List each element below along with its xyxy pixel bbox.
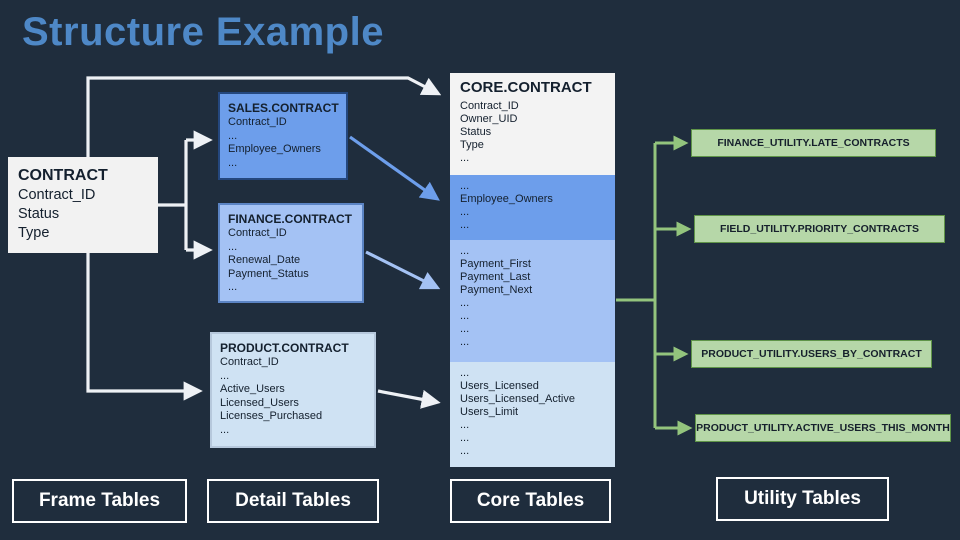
utility-table-priority-contracts: FIELD_UTILITY.PRIORITY_CONTRACTS (694, 215, 945, 243)
table-field: Renewal_Date (228, 254, 301, 266)
table-field: ... (220, 369, 230, 382)
table-field: Contract_ID (460, 100, 519, 112)
table-field: Contract_ID (220, 356, 279, 368)
table-field: ... (460, 419, 470, 431)
utility-label: PRODUCT_UTILITY.USERS_BY_CONTRACT (701, 348, 922, 360)
table-field: Type (460, 139, 484, 151)
utility-table-users-by-contract: PRODUCT_UTILITY.USERS_BY_CONTRACT (691, 340, 932, 368)
table-name: PRODUCT.CONTRACT (220, 341, 349, 355)
table-field: ... (460, 310, 470, 322)
detail-table-finance: FINANCE.CONTRACT Contract_ID ... Renewal… (218, 203, 364, 303)
utility-label: FIELD_UTILITY.PRIORITY_CONTRACTS (720, 223, 919, 235)
core-section-identity: CORE.CONTRACT Contract_ID Owner_UID Stat… (450, 73, 615, 175)
table-field: Employee_Owners (460, 193, 553, 205)
legend-utility-tables: Utility Tables (716, 477, 889, 521)
table-field: ... (460, 219, 470, 231)
detail-table-product: PRODUCT.CONTRACT Contract_ID ... Active_… (210, 332, 376, 448)
table-field: Status (460, 126, 492, 138)
table-field: Payment_Last (460, 271, 531, 283)
table-field: Contract_ID (228, 116, 287, 128)
utility-table-active-users-this-month: PRODUCT_UTILITY.ACTIVE_USERS_THIS_MONTH (695, 414, 951, 442)
connector-to-product (86, 253, 203, 401)
table-field: ... (220, 423, 230, 436)
table-field: ... (460, 206, 470, 218)
legend-core-tables: Core Tables (450, 479, 611, 523)
table-field: Contract_ID (18, 187, 96, 203)
table-name: CORE.CONTRACT (460, 79, 592, 96)
core-table-contract: CORE.CONTRACT Contract_ID Owner_UID Stat… (450, 73, 615, 467)
table-field: ... (460, 367, 470, 379)
table-field: Users_Licensed (460, 380, 539, 392)
frame-table-contract: CONTRACT Contract_ID Status Type (8, 157, 158, 253)
table-name: FINANCE.CONTRACT (228, 212, 352, 226)
connector-product-to-core (377, 389, 441, 409)
table-field: Owner_UID (460, 113, 518, 125)
utility-label: PRODUCT_UTILITY.ACTIVE_USERS_THIS_MONTH (696, 422, 950, 434)
table-field: ... (228, 281, 238, 293)
core-section-sales: ... Employee_Owners ... ... (450, 175, 615, 240)
table-field: Employee_Owners (228, 143, 321, 155)
table-field: ... (460, 432, 470, 444)
legend-label: Frame Tables (38, 490, 161, 511)
connector-finance-to-core (365, 250, 441, 290)
legend-frame-tables: Frame Tables (12, 479, 187, 523)
table-field: ... (228, 129, 238, 142)
table-field: ... (460, 445, 470, 457)
table-name: CONTRACT (18, 167, 108, 184)
legend-label: Core Tables (476, 490, 585, 511)
table-field: Payment_Status (228, 267, 309, 280)
table-field: Users_Limit (460, 406, 519, 418)
table-field: ... (460, 297, 470, 309)
detail-table-sales: SALES.CONTRACT Contract_ID ... Employee_… (218, 92, 348, 180)
table-field: ... (228, 240, 238, 253)
table-field: ... (460, 323, 470, 335)
table-field: ... (228, 156, 238, 169)
table-field: ... (460, 180, 470, 192)
table-field: Status (18, 206, 60, 222)
connector-sales-to-core (349, 135, 440, 201)
legend-label: Utility Tables (744, 488, 861, 509)
table-field: ... (460, 152, 470, 164)
utility-table-late-contracts: FINANCE_UTILITY.LATE_CONTRACTS (691, 129, 936, 157)
table-field: Active_Users (220, 383, 285, 395)
table-name: SALES.CONTRACT (228, 101, 339, 115)
page-title: Structure Example (22, 10, 384, 54)
table-field: Type (18, 225, 50, 241)
table-field: Licensed_Users (220, 396, 299, 409)
table-field: ... (460, 245, 470, 257)
table-field: Users_Licensed_Active (460, 393, 575, 405)
table-field: Payment_Next (460, 284, 533, 296)
table-field: Payment_First (460, 258, 531, 270)
legend-label: Detail Tables (235, 490, 351, 511)
utility-label: FINANCE_UTILITY.LATE_CONTRACTS (717, 137, 910, 149)
legend-detail-tables: Detail Tables (207, 479, 379, 523)
core-section-product: ... Users_Licensed Users_Licensed_Active… (450, 362, 615, 467)
table-field: ... (460, 336, 470, 348)
core-section-finance: ... Payment_First Payment_Last Payment_N… (450, 240, 615, 362)
table-field: Contract_ID (228, 227, 287, 239)
table-field: Licenses_Purchased (220, 410, 323, 422)
